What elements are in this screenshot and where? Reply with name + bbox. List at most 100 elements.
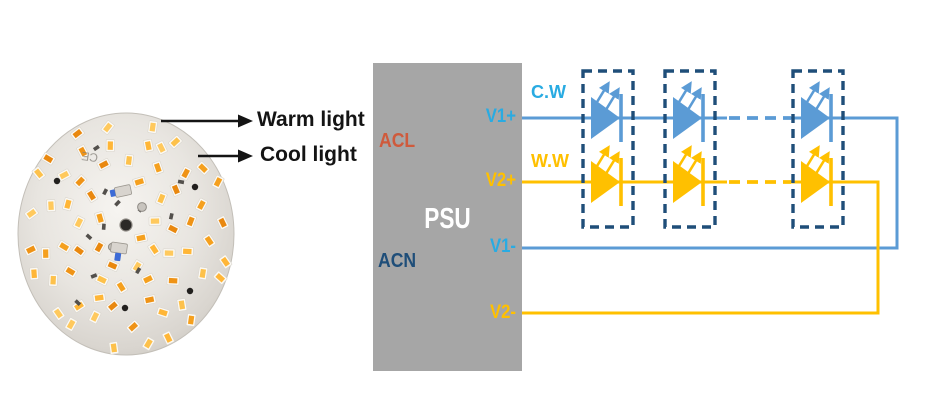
emission-arrow-icon	[802, 81, 820, 108]
smd-led-chip	[88, 309, 102, 324]
smd-led-chip	[31, 166, 46, 181]
emission-arrow-icon	[684, 87, 702, 114]
smd-led-chip	[184, 214, 197, 229]
smd-led-chip	[194, 197, 208, 213]
smd-led-chip	[140, 272, 156, 286]
smd-led-chip	[168, 134, 183, 150]
emission-arrow-icon	[684, 151, 702, 178]
warm-white-channel-label: W.W	[531, 151, 569, 171]
warm-light-arrowhead	[238, 114, 253, 128]
smd-resistor-chip	[114, 199, 121, 207]
smd-resistor-chip	[102, 188, 109, 196]
smd-led-chip	[105, 139, 115, 152]
led-groups	[581, 69, 845, 229]
screw-icon	[137, 202, 147, 212]
psu-title: PSU	[424, 203, 471, 235]
cool-led-symbol	[801, 81, 833, 142]
smd-led-chip	[108, 341, 120, 355]
psu-box	[373, 63, 522, 371]
smd-led-chip	[202, 233, 216, 249]
emission-arrow-icon	[674, 81, 692, 108]
psu-acn-input-label: ACN	[378, 250, 417, 272]
smd-led-chip	[84, 188, 99, 203]
smd-led-chip	[142, 294, 157, 306]
smd-led-chip	[161, 330, 175, 346]
smd-led-chip	[71, 243, 87, 258]
diode-triangle	[591, 97, 620, 139]
smd-led-chip	[185, 313, 197, 327]
ww-return-wire	[522, 180, 880, 315]
psu-port-v1-plus: V1+	[485, 106, 516, 127]
smd-led-chip	[76, 144, 90, 159]
led-group-2	[663, 69, 717, 229]
smd-led-chip	[105, 299, 121, 314]
smd-led-chip	[64, 317, 78, 332]
smd-led-chip	[213, 270, 228, 285]
smd-led-chip	[148, 216, 162, 226]
diode-triangle	[591, 161, 620, 203]
smd-led-chip	[29, 267, 39, 281]
smd-led-chip	[41, 247, 51, 260]
ce-mark: CE	[81, 149, 99, 165]
smd-resistor-chip	[168, 212, 174, 220]
smd-led-chip	[73, 174, 88, 189]
cool-white-channel-label: C.W	[531, 82, 566, 102]
emission-arrow-icon	[592, 145, 610, 172]
smd-led-chip	[197, 266, 209, 281]
smd-led-chip	[154, 140, 168, 155]
led-group-3	[791, 69, 845, 229]
psu-port-v2-plus: V2+	[485, 170, 516, 191]
smd-led-chip	[94, 211, 106, 226]
smd-led-chip	[56, 240, 72, 254]
callout-arrows	[161, 114, 253, 163]
diode-triangle	[673, 97, 702, 139]
smd-led-chip	[126, 319, 141, 334]
smd-led-chip	[162, 248, 176, 258]
smd-led-chip	[141, 336, 155, 351]
emission-arrow-icon	[812, 87, 830, 114]
mounting-hole	[186, 287, 194, 295]
smd-led-chip	[166, 275, 180, 286]
psu-acl-input-label: ACL	[379, 130, 416, 152]
smd-led-chip	[165, 222, 181, 236]
smd-led-chip	[195, 161, 211, 176]
psu-port-v2-minus: V2-	[489, 302, 516, 323]
smd-resistor-chip	[90, 273, 98, 279]
warm-led-symbol	[591, 145, 623, 206]
smd-led-chip	[56, 168, 72, 182]
smd-led-chip	[70, 126, 85, 141]
led-group-dashed-outline	[791, 69, 845, 229]
smd-led-chip	[41, 152, 56, 166]
smd-led-chip	[216, 215, 230, 230]
smd-led-chip	[94, 273, 110, 287]
smd-resistor-chip	[177, 179, 185, 185]
diode-triangle	[673, 161, 702, 203]
wire-connector	[110, 241, 128, 262]
cool-light-arrowhead	[238, 149, 253, 163]
wire-connector	[109, 184, 132, 198]
emission-arrow-icon	[602, 151, 620, 178]
smd-resistor-chip	[101, 223, 106, 230]
wiring	[522, 116, 899, 315]
smd-led-chip	[151, 160, 164, 175]
smd-led-chip	[100, 120, 115, 135]
warm-light-label: Warm light	[257, 108, 365, 131]
diode-triangle	[801, 97, 830, 139]
smd-led-chip	[155, 306, 171, 319]
smd-led-chip	[46, 199, 56, 213]
psu-port-v1-minus: V1-	[489, 236, 516, 257]
smd-resistor-chip	[135, 267, 142, 275]
emission-arrow-icon	[812, 151, 830, 178]
smd-led-chip	[63, 264, 78, 279]
smd-resistor-chip	[74, 299, 82, 306]
mounting-hole	[121, 304, 129, 312]
smd-resistor-chip	[85, 233, 93, 241]
smd-led-chip	[169, 182, 183, 197]
diode-triangle	[801, 161, 830, 203]
emission-arrow-icon	[602, 87, 620, 114]
smd-led-chip	[179, 166, 193, 181]
smd-led-chip	[23, 243, 39, 257]
smd-led-chip	[71, 299, 87, 313]
